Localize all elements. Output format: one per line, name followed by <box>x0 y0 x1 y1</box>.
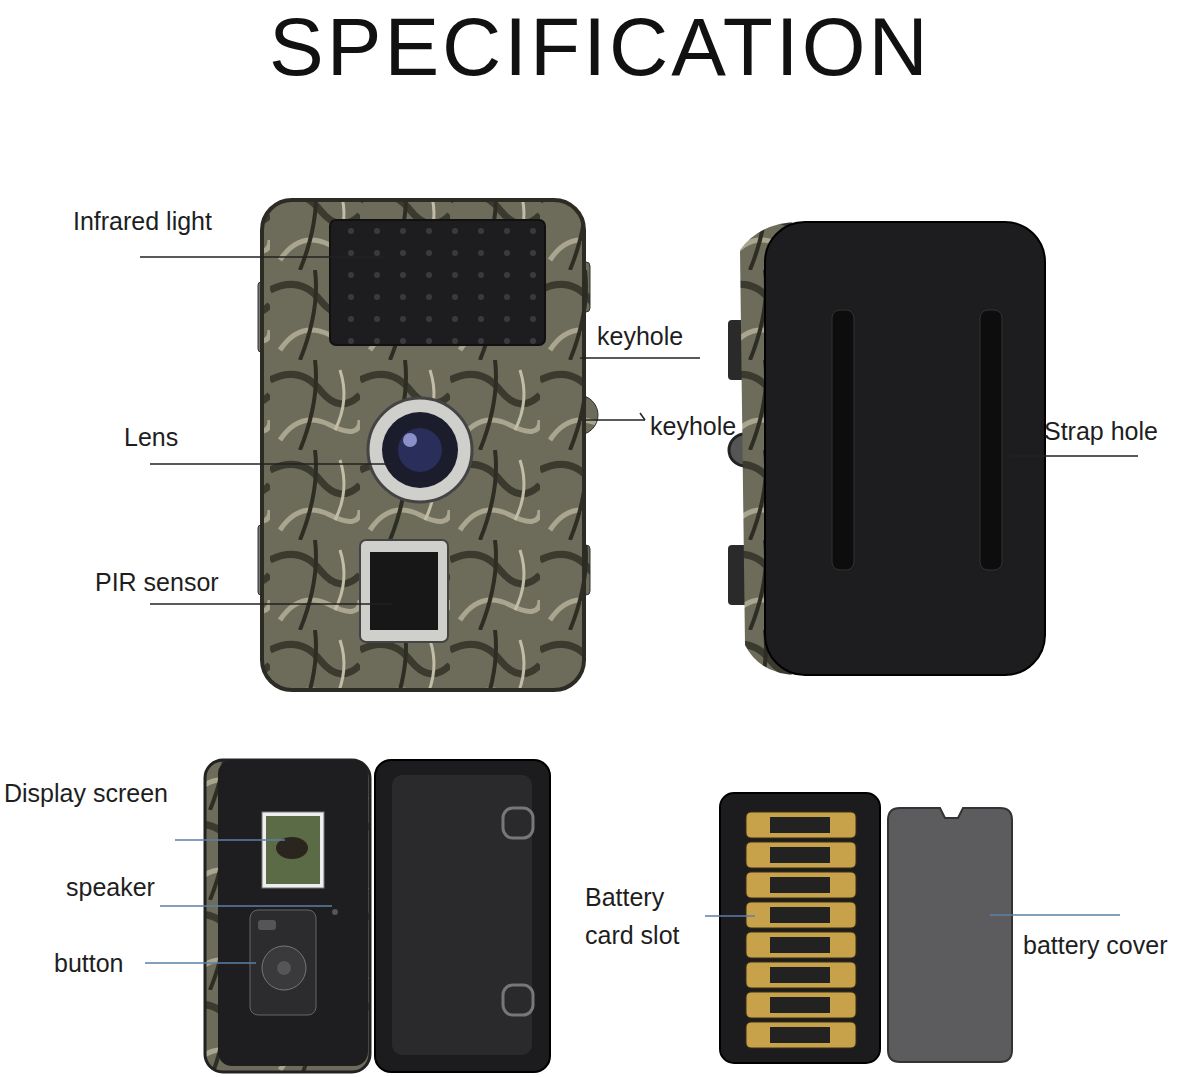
part-label: speaker <box>66 872 155 902</box>
part-label: keyhole <box>597 321 683 351</box>
part-label: Display screen <box>4 778 168 808</box>
part-label: button <box>54 948 124 978</box>
part-label: Infrared light <box>73 206 212 236</box>
part-label: Battery card slot <box>585 878 703 954</box>
page-title: SPECIFICATION <box>269 2 931 92</box>
part-label: Lens <box>124 422 178 452</box>
part-label: battery cover <box>1023 930 1168 960</box>
part-label: Strap hole <box>1044 416 1158 446</box>
part-label: PIR sensor <box>95 567 219 597</box>
part-label: keyhole <box>650 411 736 441</box>
